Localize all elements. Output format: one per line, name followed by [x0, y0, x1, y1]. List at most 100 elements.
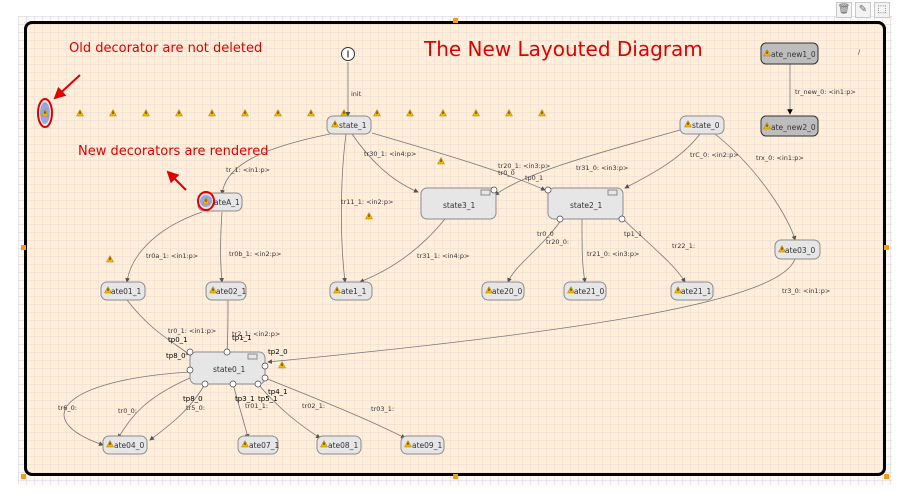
- state-node-state_1[interactable]: state_1: [326, 115, 372, 135]
- transition-labels: init tr_1: <in1:p> tr30_1: <in4:p> tr11_…: [58, 88, 856, 415]
- transition-label: tr0_1: <in1:p>: [168, 327, 216, 335]
- state-node-state08_1[interactable]: ate08_1: [316, 435, 362, 455]
- select-icon[interactable]: ⬚: [874, 2, 890, 18]
- transition-label: tr0_0: [498, 169, 515, 177]
- transition-label: tr0b_1: <in2:p>: [229, 250, 281, 258]
- annotation-arrow-new: [166, 170, 187, 191]
- transition-label: trx_0: <in1:p>: [756, 154, 804, 162]
- svg-text:ate02_1: ate02_1: [216, 287, 246, 296]
- transition-label: trC_0: <in2:p>: [690, 151, 739, 159]
- port-label: tp4_1: [268, 388, 288, 396]
- resize-handle-right[interactable]: [884, 245, 889, 250]
- transition-label: tr_new_0: <in1:p>: [795, 88, 856, 96]
- state-node-state3_1[interactable]: state3_1: [420, 187, 497, 220]
- svg-text:ate01_1: ate01_1: [111, 287, 141, 296]
- eraser-icon[interactable]: ✎: [855, 2, 871, 18]
- svg-text:ate04_0: ate04_0: [114, 441, 144, 450]
- port-label: tp5_1: [258, 395, 278, 403]
- old-decorators-row: [76, 109, 546, 117]
- stray-label: /: [858, 48, 861, 56]
- annotation-new-decorators: New decorators are rendered: [78, 144, 268, 159]
- svg-text:ateA_1: ateA_1: [214, 198, 240, 207]
- resize-handle-bottom-right[interactable]: [884, 474, 889, 479]
- transition-label: tr21_0: <in3:p>: [587, 250, 639, 258]
- svg-text:ate09_1: ate09_1: [412, 441, 442, 450]
- port-label: tp1_1: [232, 334, 252, 342]
- annotation-old-decorators: Old decorator are not deleted: [69, 41, 262, 56]
- port-label: tp0_1: [168, 336, 188, 344]
- port-label: tp8_0: [166, 352, 186, 360]
- state-node-state09_1[interactable]: ate09_1: [400, 435, 445, 455]
- svg-text:ate_new1_0: ate_new1_0: [771, 50, 816, 59]
- warning-icon: [106, 255, 114, 263]
- transition-label: tr11_1: <in2:p>: [341, 198, 393, 206]
- port-labels: tp0_1 tp8_0 tp1_1 tp2_0 tp8_0 tp3_1 tp5_…: [166, 334, 288, 403]
- state-node-state2_1[interactable]: state2_1: [547, 187, 624, 220]
- port-label: tp2_0: [268, 348, 288, 356]
- initial-state[interactable]: [341, 47, 355, 61]
- old-decorator-highlight: [37, 98, 53, 128]
- state-node-state_new1_0[interactable]: ate_new1_0: [760, 42, 819, 65]
- svg-text:ate21_1: ate21_1: [681, 287, 711, 296]
- transition-label: tr20_0:: [546, 238, 569, 246]
- transition-label: tr6_0:: [58, 404, 77, 412]
- state-node-state_new2_0[interactable]: ate_new2_0: [760, 115, 819, 137]
- svg-text:ate08_1: ate08_1: [328, 441, 358, 450]
- transition-label: tr31_1: <in4:p>: [417, 252, 469, 260]
- port-label: tp3_1: [235, 395, 255, 403]
- state-node-state07_1[interactable]: ate07_1: [237, 435, 279, 455]
- new-decorator-highlight: [197, 191, 215, 211]
- transition-label: tr0_0:: [118, 407, 137, 415]
- svg-text:ate_new2_0: ate_new2_0: [771, 123, 816, 132]
- state-node-state02_1[interactable]: ate02_1: [205, 281, 247, 301]
- transition-label: tp1_1: [624, 230, 642, 238]
- transition-label: tr30_1: <in4:p>: [364, 150, 416, 158]
- state-node-state21_0[interactable]: ate21_0: [563, 281, 607, 301]
- state-node-state03_0[interactable]: ate03_0: [774, 239, 821, 260]
- transition-label: tr02_1:: [302, 402, 325, 410]
- diagram-title: The New Layouted Diagram: [423, 37, 703, 61]
- svg-text:state2_1: state2_1: [570, 201, 603, 210]
- trash-icon[interactable]: 🗑: [836, 2, 852, 18]
- port-label: tp8_0: [183, 395, 203, 403]
- transition-label: tr31_0: <in3:p>: [576, 164, 628, 172]
- transition-label: tr03_1:: [371, 405, 394, 413]
- annotation-arrow-old: [53, 74, 81, 100]
- warning-icon: [365, 212, 373, 220]
- svg-text:state3_1: state3_1: [443, 201, 476, 210]
- transition-label: tr01_1:: [245, 402, 268, 410]
- transition-label: tr5_0:: [186, 404, 205, 412]
- transitions: [63, 62, 797, 446]
- state-node-state0_1[interactable]: state0_1: [189, 351, 266, 385]
- transition-label: init: [351, 90, 362, 98]
- svg-text:ate07_1: ate07_1: [249, 441, 279, 450]
- svg-text:state_1: state_1: [339, 121, 367, 130]
- svg-text:ate21_0: ate21_0: [574, 287, 604, 296]
- transition-label: tr0a_1: <in1:p>: [146, 252, 198, 260]
- transition-label: tr2_1: <in2:p>: [232, 330, 280, 338]
- svg-text:state0_1: state0_1: [213, 365, 246, 374]
- state-node-state04_0[interactable]: ate04_0: [102, 435, 148, 455]
- port-markers: [186, 186, 626, 388]
- resize-handle-left[interactable]: [21, 245, 26, 250]
- state-node-state1_1[interactable]: ate1_1: [329, 281, 373, 301]
- transition-label: tr20_1: <in3:p>: [498, 162, 550, 170]
- svg-text:ate1_1: ate1_1: [341, 287, 367, 296]
- transition-label: tr22_1:: [672, 242, 695, 250]
- transition-label: tr0_0: [537, 230, 554, 238]
- toolbar: 🗑 ✎ ⬚: [836, 2, 890, 18]
- svg-text:ate20_0: ate20_0: [492, 287, 522, 296]
- resize-handle-top[interactable]: [453, 18, 458, 23]
- resize-handle-bottom-left[interactable]: [21, 474, 26, 479]
- resize-handle-bottom[interactable]: [453, 474, 458, 479]
- transition-label: tp0_1: [525, 174, 543, 182]
- warning-icon: [437, 157, 445, 165]
- state-node-state20_0[interactable]: ate20_0: [481, 281, 525, 301]
- svg-text:ate03_0: ate03_0: [785, 246, 815, 255]
- state-node-state01_1[interactable]: ate01_1: [100, 281, 146, 301]
- transition-label: tr_1: <in1:p>: [226, 166, 270, 174]
- transition-label: tr3_0: <in1:p>: [782, 287, 830, 295]
- state-node-state_0[interactable]: state_0: [679, 115, 725, 135]
- state-node-state21_1[interactable]: ate21_1: [670, 281, 714, 301]
